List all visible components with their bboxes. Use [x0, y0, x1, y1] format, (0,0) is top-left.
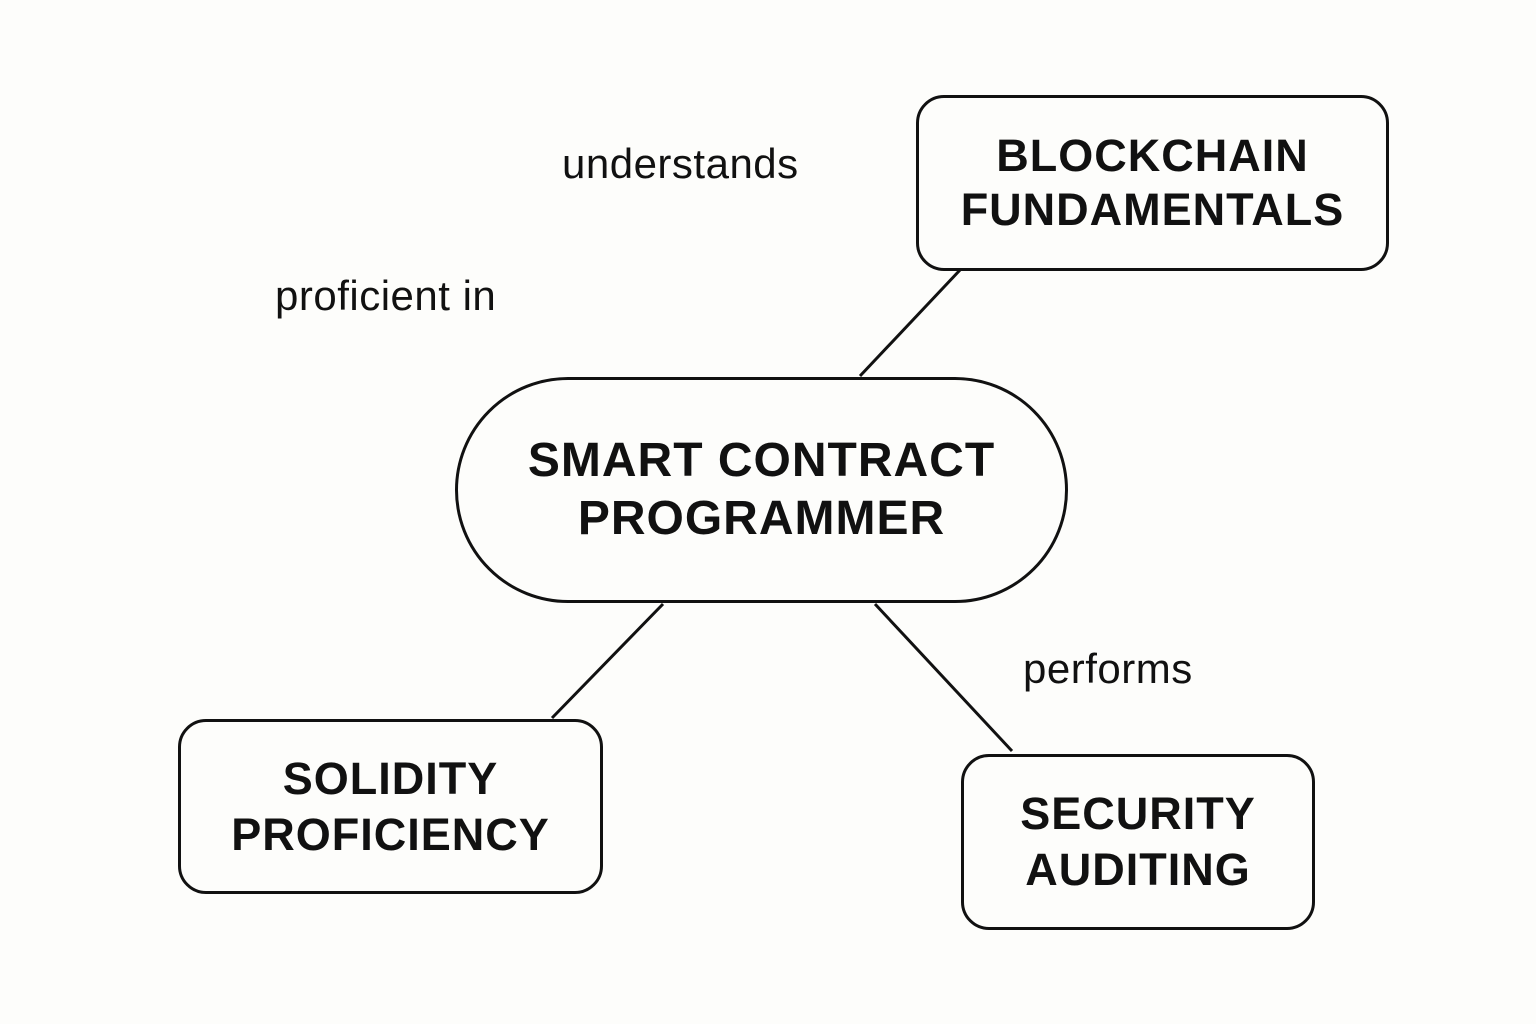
- node-label-line: FUNDAMENTALS: [960, 184, 1345, 235]
- node-label-line: SECURITY: [1020, 788, 1256, 839]
- node-label-line: PROFICIENCY: [231, 808, 550, 860]
- node-smart-contract-programmer: SMART CONTRACT PROGRAMMER: [455, 377, 1068, 603]
- node-label-line: AUDITING: [1025, 844, 1251, 895]
- edge-programmer-to-security: [873, 602, 1014, 753]
- edge-programmer-to-solidity: [550, 602, 665, 720]
- node-label-line: PROGRAMMER: [577, 492, 946, 545]
- node-security-auditing: SECURITY AUDITING: [961, 754, 1315, 930]
- node-label-line: BLOCKCHAIN: [996, 130, 1309, 181]
- edge-label-understands: understands: [562, 140, 799, 187]
- node-solidity-proficiency: SOLIDITY PROFICIENCY: [178, 719, 603, 894]
- node-blockchain-fundamentals: BLOCKCHAIN FUNDAMENTALS: [916, 95, 1389, 271]
- edge-programmer-to-blockchain: [858, 268, 962, 378]
- edge-label-proficient-in: proficient in: [275, 272, 497, 319]
- node-label-line: SMART CONTRACT: [527, 434, 996, 487]
- node-label-line: SOLIDITY: [282, 752, 499, 804]
- edge-label-performs: performs: [1023, 645, 1193, 692]
